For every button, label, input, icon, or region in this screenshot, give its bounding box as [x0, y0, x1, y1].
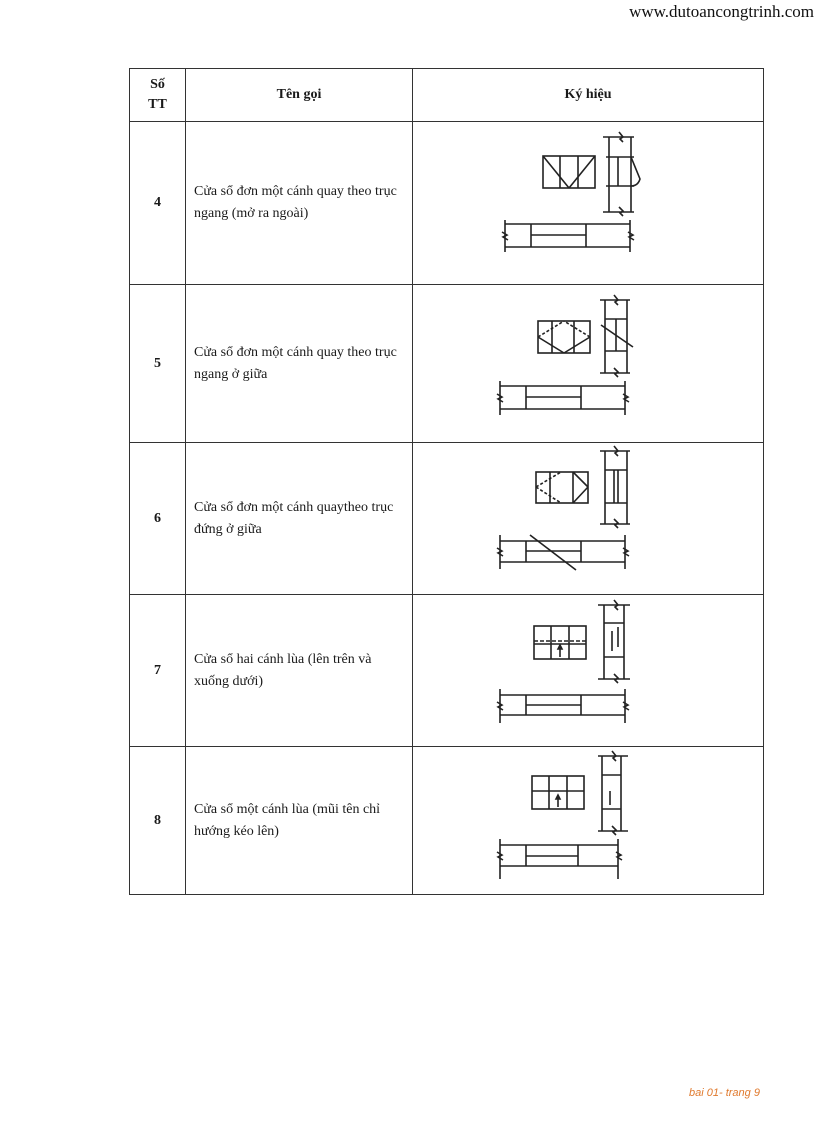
row-number: 8 — [129, 746, 186, 895]
table-header-row: Số TT Tên gọi Ký hiệu — [129, 68, 764, 122]
row-name: Cửa sổ đơn một cánh quay theo trục ngang… — [185, 284, 413, 443]
row-name: Cửa sổ đơn một cánh quay theo trục ngang… — [185, 121, 413, 285]
window-single-sliding-up-symbol-icon — [496, 750, 628, 879]
row-number: 4 — [129, 121, 186, 285]
column-header-no-line1: Số — [150, 77, 165, 92]
table-row: 4 Cửa sổ đơn một cánh quay theo trục nga… — [129, 121, 764, 285]
row-symbol — [412, 121, 764, 285]
window-symbols-table: Số TT Tên gọi Ký hiệu 4 Cửa sổ đơn một c… — [129, 68, 764, 895]
row-name: Cửa sổ hai cánh lùa (lên trên và xuống d… — [185, 594, 413, 747]
row-symbol — [412, 594, 764, 747]
column-header-no: Số TT — [129, 68, 186, 122]
table-row: 5 Cửa sổ đơn một cánh quay theo trục nga… — [129, 284, 764, 443]
row-name: Cửa sổ một cánh lùa (mũi tên chỉ hướng k… — [185, 746, 413, 895]
column-header-name: Tên gọi — [185, 68, 413, 122]
row-symbol — [412, 284, 764, 443]
window-single-top-hung-outward-symbol-icon — [501, 131, 641, 252]
column-header-no-line2: TT — [148, 97, 167, 112]
row-symbol — [412, 746, 764, 895]
window-single-horizontal-pivot-center-symbol-icon — [496, 294, 634, 415]
table-row: 6 Cửa sổ đơn một cánh quaytheo trục đứng… — [129, 442, 764, 595]
row-symbol — [412, 442, 764, 595]
table-row: 7 Cửa sổ hai cánh lùa (lên trên và xuống… — [129, 594, 764, 747]
row-number: 6 — [129, 442, 186, 595]
row-number: 5 — [129, 284, 186, 443]
row-number: 7 — [129, 594, 186, 747]
window-single-vertical-pivot-center-symbol-icon — [496, 445, 630, 571]
window-double-hung-sliding-symbol-icon — [496, 599, 630, 723]
column-header-symbol: Ký hiệu — [412, 68, 764, 122]
page-number-footer: bai 01- trang 9 — [689, 1087, 760, 1099]
table-row: 8 Cửa sổ một cánh lùa (mũi tên chỉ hướng… — [129, 746, 764, 895]
site-url: www.dutoancongtrinh.com — [629, 2, 814, 21]
row-name: Cửa sổ đơn một cánh quaytheo trục đứng ở… — [185, 442, 413, 595]
